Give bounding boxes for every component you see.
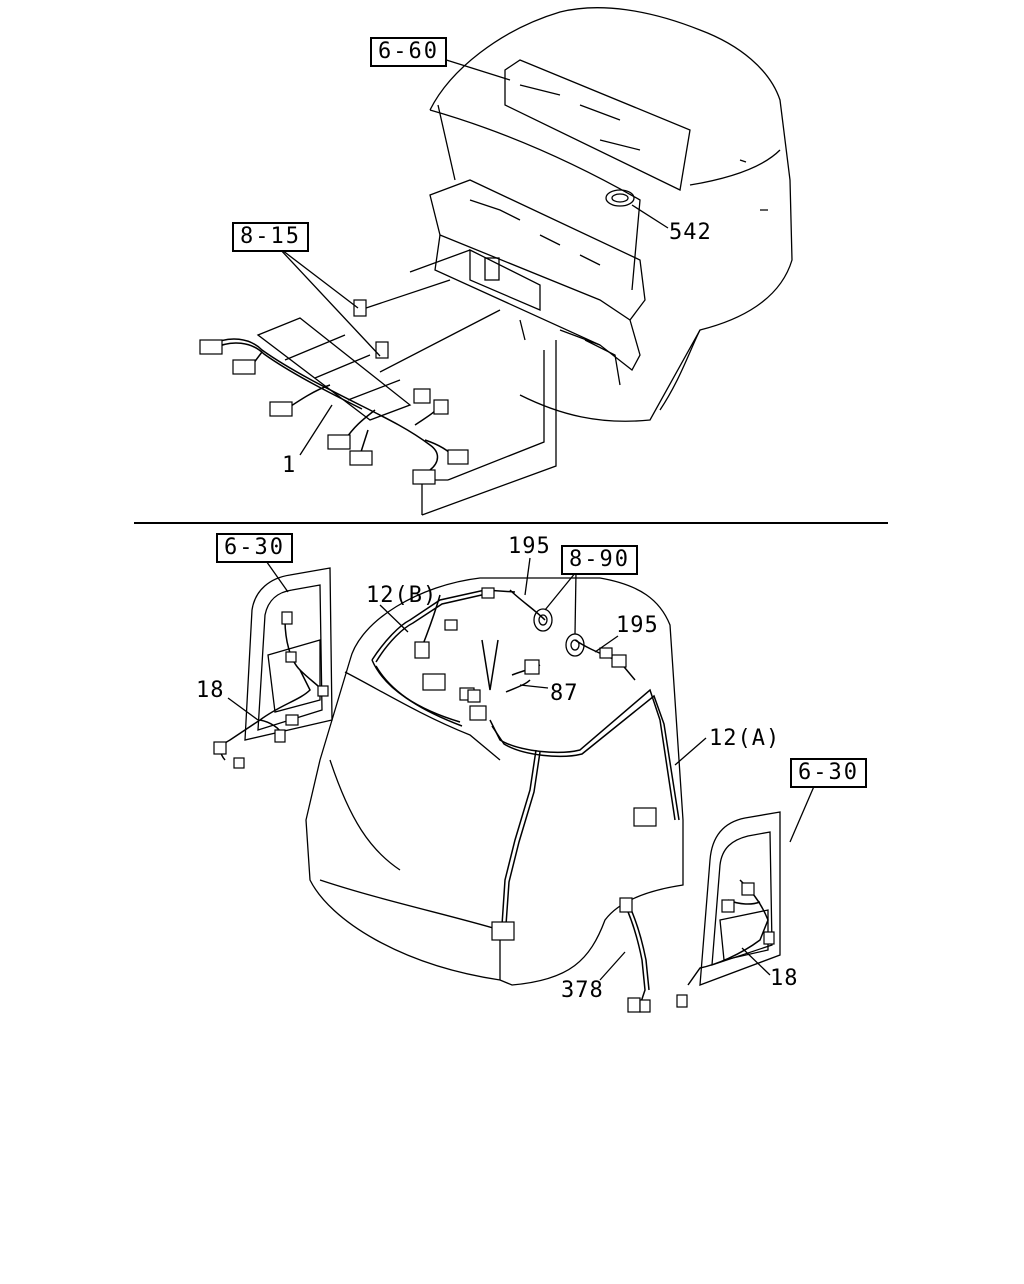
leader-lines-upper — [277, 57, 511, 357]
door-left — [213, 567, 333, 769]
part-label-87: 87 — [550, 681, 579, 706]
front-harness-1 — [199, 299, 469, 485]
cab-front-outline — [429, 7, 793, 422]
ref-box-8-90: 8-90 — [561, 545, 638, 575]
part-label-12b: 12(B) — [366, 583, 438, 608]
part-label-12a: 12(A) — [709, 726, 781, 751]
roof-harness-12 — [371, 587, 680, 941]
part-label-1: 1 — [282, 453, 297, 478]
front-harness-routing-lines — [256, 249, 557, 516]
cab-rear-outline — [305, 577, 684, 986]
harness-378 — [619, 897, 651, 1013]
windshield-visor — [429, 59, 691, 291]
part-label-195-right: 195 — [616, 613, 659, 638]
part-label-542: 542 — [669, 220, 712, 245]
part-label-18-left: 18 — [196, 678, 225, 703]
leader-lines-lower — [227, 557, 816, 981]
door-right — [676, 811, 781, 1008]
part-label-18-right: 18 — [770, 966, 799, 991]
instrument-panel — [429, 179, 646, 386]
ref-box-8-15: 8-15 — [232, 222, 309, 252]
speaker-grommet-542 — [605, 189, 669, 229]
ref-box-6-30-right: 6-30 — [790, 758, 867, 788]
ref-box-6-30-left: 6-30 — [216, 533, 293, 563]
ref-box-6-60: 6-60 — [370, 37, 447, 67]
part-label-378: 378 — [561, 978, 604, 1003]
part-label-195-top: 195 — [508, 534, 551, 559]
